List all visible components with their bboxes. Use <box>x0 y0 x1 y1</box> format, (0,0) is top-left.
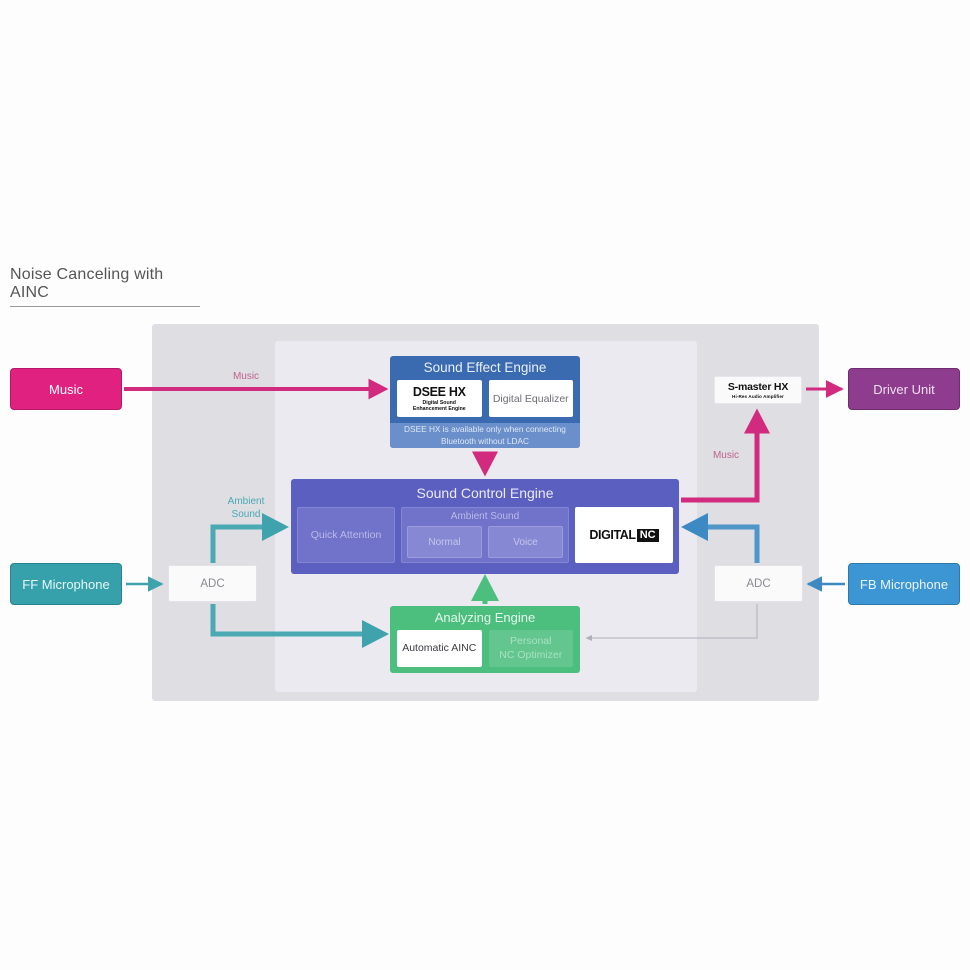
quick-attention-label: Quick Attention <box>310 529 382 541</box>
label-ambient-line1: Ambient <box>227 496 265 507</box>
ambient-sound-title: Ambient Sound <box>450 511 520 522</box>
analyzing-engine-title: Analyzing Engine <box>434 610 536 625</box>
dsee-hx-subtitle: Digital Sound Enhancement Engine <box>413 400 466 413</box>
ambient-mode-voice-label: Voice <box>513 536 538 548</box>
sound-control-engine-title: Sound Control Engine <box>416 485 554 501</box>
label-ambient-line2: Sound <box>231 508 261 520</box>
adc-right-label: ADC <box>746 577 771 590</box>
driver-unit-box[interactable]: Driver Unit <box>848 368 960 410</box>
page-title: Noise Canceling with AINC <box>10 266 200 307</box>
ff-microphone-label: FF Microphone <box>22 576 110 592</box>
label-ambient-sound: Ambient Sound <box>212 496 280 521</box>
personal-nc-optimizer-label: Personal NC Optimizer <box>499 635 562 661</box>
personal-nc-optimizer-card[interactable]: Personal NC Optimizer <box>488 630 573 667</box>
adc-right-box[interactable]: ADC <box>714 565 803 602</box>
adc-left-box[interactable]: ADC <box>168 565 257 602</box>
sound-effect-engine-panel: Sound Effect Engine DSEE HX Digital Soun… <box>390 356 580 448</box>
s-master-hx-box[interactable]: S-master HX Hi-Res Audio Amplifier <box>714 376 802 404</box>
ambient-mode-normal-label: Normal <box>428 536 461 548</box>
analyzing-engine-row: Automatic AINC Personal NC Optimizer <box>390 630 580 667</box>
dsee-hx-name: DSEE HX <box>412 384 466 399</box>
digital-nc-card[interactable]: DIGITAL NC <box>575 507 673 563</box>
personal-nc-line1: Personal <box>510 635 552 648</box>
fb-microphone-box[interactable]: FB Microphone <box>848 563 960 605</box>
driver-unit-label: Driver Unit <box>873 381 935 397</box>
music-source-box[interactable]: Music <box>10 368 122 410</box>
analyzing-engine-panel: Analyzing Engine Automatic AINC Personal… <box>390 606 580 673</box>
digital-nc-text: DIGITAL <box>589 528 636 542</box>
sound-control-engine-panel: Sound Control Engine Quick Attention Amb… <box>291 479 679 574</box>
sound-control-engine-row: Quick Attention Ambient Sound Normal Voi… <box>291 507 679 563</box>
digital-equalizer-label: Digital Equalizer <box>492 392 569 405</box>
dsee-note-line2: Bluetooth without LDAC <box>440 435 530 446</box>
music-source-label: Music <box>49 381 83 397</box>
ambient-mode-normal[interactable]: Normal <box>407 526 482 558</box>
ambient-sound-modes: Normal Voice <box>407 526 563 558</box>
ambient-mode-voice[interactable]: Voice <box>488 526 563 558</box>
dsee-hx-subtitle-line1: Digital Sound <box>422 399 456 406</box>
label-music-out: Music <box>712 450 740 461</box>
s-master-hx-subtitle: Hi-Res Audio Amplifier <box>732 394 784 399</box>
adc-left-label: ADC <box>200 577 225 590</box>
quick-attention-card[interactable]: Quick Attention <box>297 507 395 563</box>
label-music-in: Music <box>232 371 260 382</box>
dsee-hx-subtitle-line2: Enhancement Engine <box>412 406 466 412</box>
personal-nc-line2: NC Optimizer <box>499 648 563 661</box>
ff-microphone-box[interactable]: FF Microphone <box>10 563 122 605</box>
automatic-ainc-label: Automatic AINC <box>402 641 477 654</box>
dsee-hx-availability-note: DSEE HX is available only when connectin… <box>390 423 580 448</box>
digital-equalizer-card[interactable]: Digital Equalizer <box>488 380 573 417</box>
sound-effect-engine-row: DSEE HX Digital Sound Enhancement Engine… <box>390 380 580 417</box>
digital-nc-badge: NC <box>636 528 659 542</box>
dsee-note-line1: DSEE HX is available only when connectin… <box>404 424 566 435</box>
ambient-sound-card[interactable]: Ambient Sound Normal Voice <box>401 507 569 563</box>
sound-effect-engine-title: Sound Effect Engine <box>423 360 547 375</box>
fb-microphone-label: FB Microphone <box>859 576 949 592</box>
digital-nc-logo: DIGITAL NC <box>589 528 659 542</box>
dsee-hx-card[interactable]: DSEE HX Digital Sound Enhancement Engine <box>397 380 482 417</box>
automatic-ainc-card[interactable]: Automatic AINC <box>397 630 482 667</box>
s-master-hx-name: S-master HX <box>727 381 789 393</box>
